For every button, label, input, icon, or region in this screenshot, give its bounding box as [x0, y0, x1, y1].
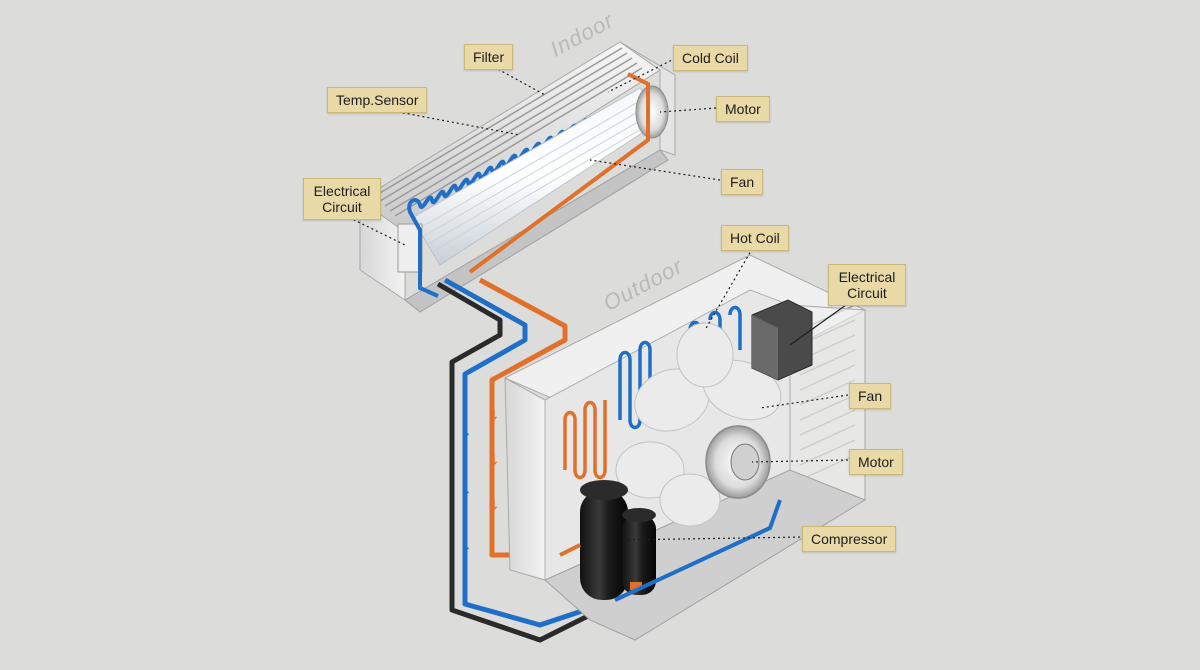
fan-blade — [676, 322, 734, 388]
indoor-hot-line — [468, 72, 650, 274]
outdoor-hot-coil — [563, 400, 607, 480]
outdoor-circuit-label-line1: Electrical — [838, 269, 896, 285]
indoor-circuit-label: Electrical Circuit — [303, 178, 381, 220]
leader-outdoor-motor — [751, 459, 849, 463]
compressor-valve — [630, 582, 642, 590]
flow-arrow-down-3: ↓ — [488, 498, 500, 514]
leader-temp-sensor — [387, 109, 521, 136]
outdoor-circuit-label: Electrical Circuit — [828, 264, 906, 306]
leader-indoor-motor — [659, 107, 717, 113]
flow-arrow-up-2: ↑ — [460, 488, 472, 504]
compressor-top — [580, 480, 628, 500]
outdoor-cold-return — [614, 499, 782, 602]
outdoor-fan — [615, 322, 782, 527]
leader-hot-coil — [704, 243, 756, 331]
outdoor-fan-label: Fan — [849, 383, 892, 409]
compressor-secondary-top — [622, 508, 656, 522]
flow-arrow-up-1: ↑ — [460, 430, 472, 446]
cold-pipe — [443, 277, 661, 628]
indoor-motor-label: Motor — [716, 96, 770, 122]
outdoor-motor-hub — [730, 443, 760, 481]
power-cable — [436, 281, 602, 643]
filter-label: Filter — [464, 44, 514, 70]
outdoor-cold-coil — [618, 305, 742, 430]
leader-indoor-circuit — [339, 212, 406, 246]
outdoor-motor-label: Motor — [849, 449, 903, 475]
outdoor-unit — [503, 254, 867, 641]
indoor-fan-label: Fan — [721, 169, 764, 195]
compressor-body-main — [580, 490, 628, 600]
flow-arrow-up-3: ↑ — [460, 544, 472, 560]
hot-coil-label: Hot Coil — [721, 225, 789, 251]
flow-arrow-down-1: ↓ — [488, 408, 500, 424]
indoor-circuit-label-line1: Electrical — [313, 183, 371, 199]
filter-grille — [374, 47, 643, 217]
outdoor-circuit-label-line2: Circuit — [847, 285, 887, 301]
cold-coil-label: Cold Coil — [673, 45, 748, 71]
indoor-cold-line — [408, 211, 439, 298]
flow-arrows: ↑ ↑ ↑ ↓ ↓ ↓ — [460, 408, 500, 560]
compressor-body-secondary — [622, 515, 656, 595]
indoor-unit — [359, 41, 676, 313]
outdoor-circuit-box-front — [752, 315, 778, 380]
leader-compressor — [619, 536, 806, 541]
outdoor-hot-discharge — [559, 543, 581, 557]
temp-sensor-label: Temp.Sensor — [327, 87, 428, 113]
hot-pipe — [478, 277, 568, 558]
flow-arrow-down-2: ↓ — [488, 453, 500, 469]
outdoor-left-wall — [504, 377, 546, 581]
compressor — [580, 480, 656, 600]
leader-indoor-fan — [589, 159, 721, 181]
indoor-motor-icon — [635, 85, 669, 139]
connecting-pipes — [436, 277, 661, 643]
indoor-circuit-label-line2: Circuit — [322, 199, 362, 215]
fan-blade — [659, 473, 721, 527]
indoor-fan-blades — [419, 97, 661, 253]
compressor-label: Compressor — [802, 526, 897, 552]
leader-cold-coil — [607, 55, 681, 93]
